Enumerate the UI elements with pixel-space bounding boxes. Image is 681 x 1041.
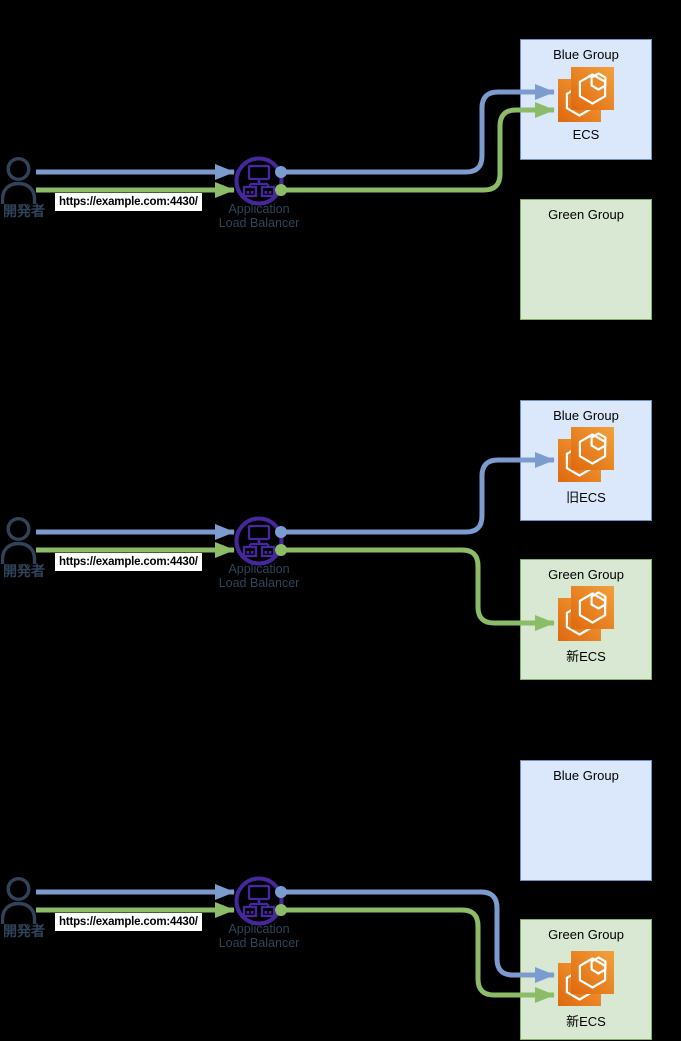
url-label: https://example.com:4430/ (55, 913, 202, 931)
developer-icon (1, 877, 37, 924)
developer-icon (1, 517, 37, 564)
ecs-label: 新ECS (566, 649, 606, 664)
ecs-label: 新ECS (566, 1014, 606, 1029)
developer-label: 開発者 (3, 923, 45, 939)
developer-label: 開発者 (3, 563, 45, 579)
alb-label: Application Load Balancer (218, 922, 300, 950)
green-group-box-1: Green Group (520, 199, 652, 320)
ecs-icon (558, 951, 614, 1006)
green-arrow (281, 102, 555, 193)
url-label: https://example.com:4430/ (55, 193, 202, 211)
green-group-title: Green Group (548, 927, 624, 942)
green-port-dot (275, 544, 287, 556)
developer-label: 開発者 (3, 203, 45, 219)
ecs-label: ECS (572, 127, 600, 142)
green-arrow (281, 547, 555, 631)
ecs-label: 旧ECS (566, 490, 606, 505)
blue-group-box-3: Blue Group (520, 760, 652, 881)
alb-label: Application Load Balancer (218, 202, 300, 230)
blue-port-dot (275, 166, 287, 178)
blue-arrow (281, 84, 555, 175)
alb-label: Application Load Balancer (218, 562, 300, 590)
blue-port-dot (275, 886, 287, 898)
blue-arrow (281, 889, 555, 983)
blue-arrow (281, 452, 555, 535)
ecs-icon (558, 67, 614, 122)
green-group-title: Green Group (548, 207, 624, 222)
developer-icon (1, 157, 37, 204)
green-group-title: Green Group (548, 567, 624, 582)
blue-group-title: Blue Group (553, 47, 619, 62)
green-port-dot (275, 904, 287, 916)
blue-group-title: Blue Group (553, 408, 619, 423)
green-port-dot (275, 184, 287, 196)
url-label: https://example.com:4430/ (55, 553, 202, 571)
blue-group-title: Blue Group (553, 768, 619, 783)
blue-port-dot (275, 526, 287, 538)
ecs-icon (558, 427, 614, 482)
ecs-icon (558, 586, 614, 641)
green-arrow (281, 907, 555, 1003)
